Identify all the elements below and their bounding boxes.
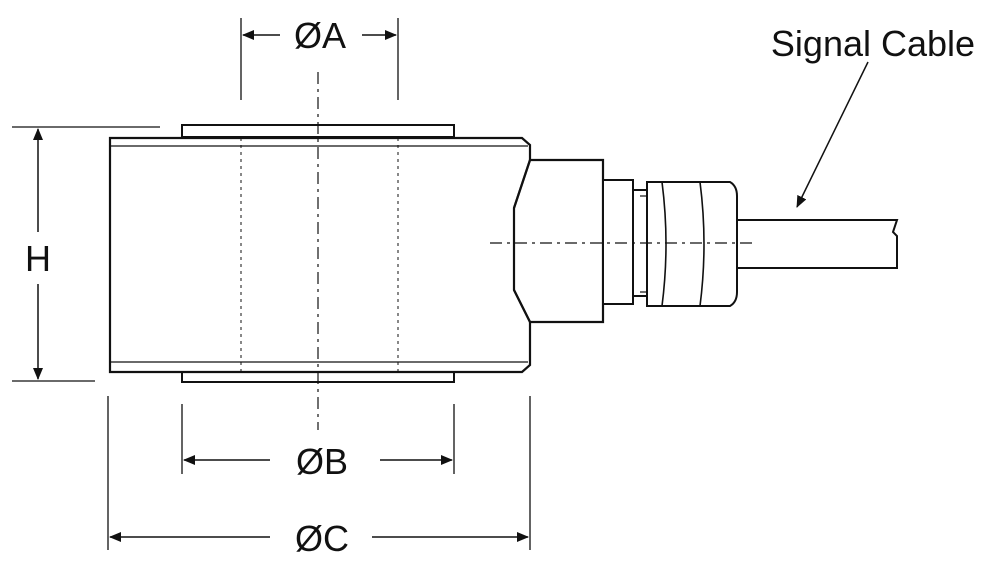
- load-cell-body: [108, 136, 532, 374]
- dim-h-label: H: [25, 238, 51, 279]
- dim-b-label: ØB: [296, 441, 348, 482]
- dim-c-label: ØC: [295, 518, 349, 559]
- dim-a-label: ØA: [294, 15, 346, 56]
- extension-lines: [12, 18, 531, 550]
- cable-gland: [640, 181, 738, 307]
- signal-cable: [736, 219, 899, 269]
- signal-cable-label: Signal Cable: [771, 23, 975, 64]
- cable-connector: [512, 158, 605, 324]
- dimension-lines: [33, 30, 529, 542]
- signal-cable-leader: [796, 61, 869, 208]
- connector-neck: [602, 179, 648, 305]
- center-lines: [317, 72, 755, 430]
